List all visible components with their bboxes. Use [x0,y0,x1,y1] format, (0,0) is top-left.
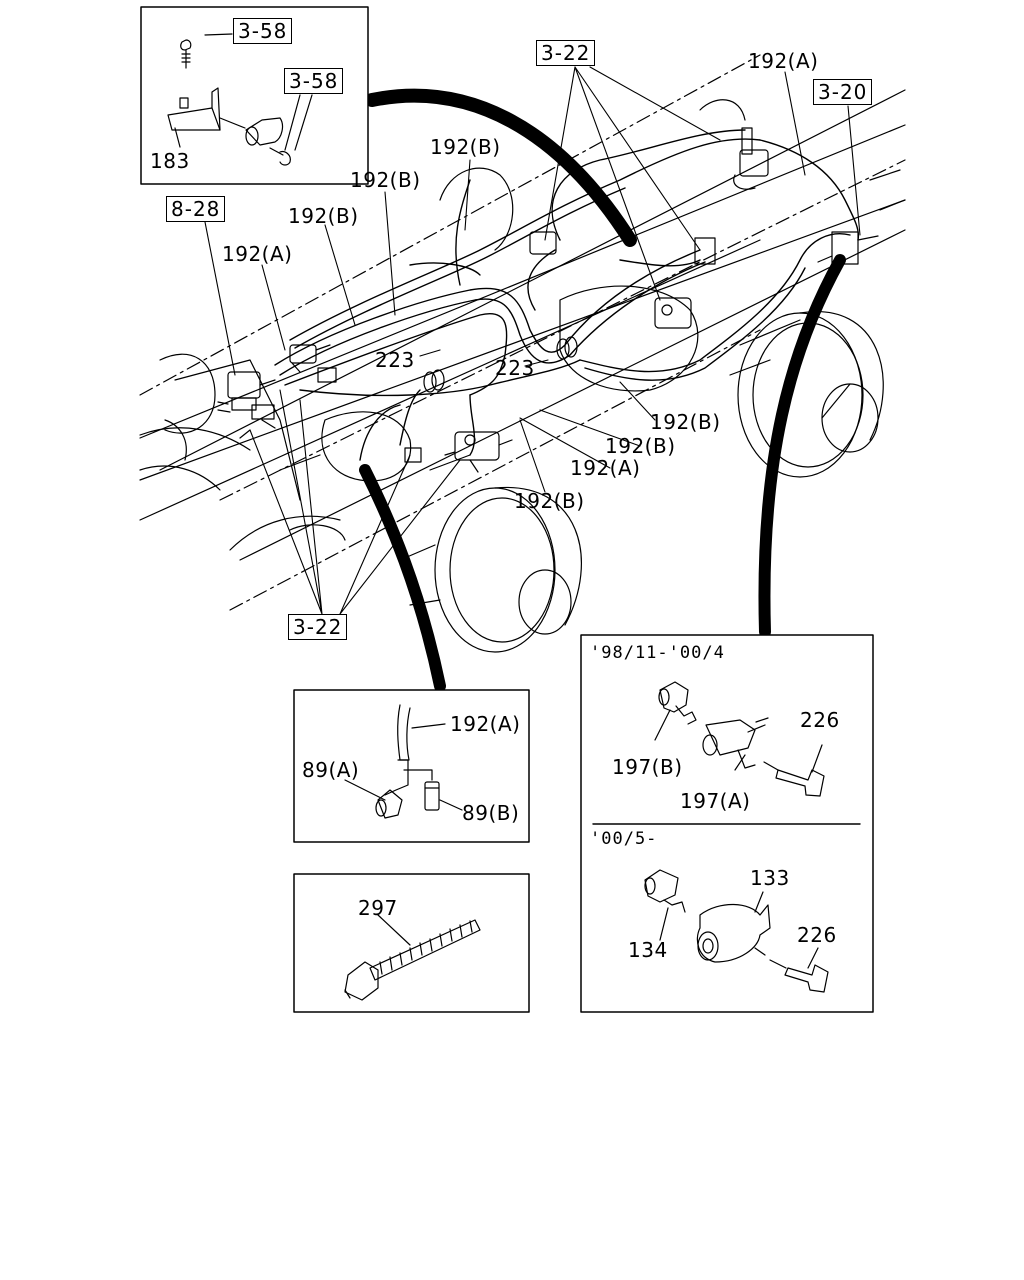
ref-3-20[interactable]: 3-20 [813,79,873,105]
part-label-226-a: 226 [800,708,840,732]
part-label-89b: 89(B) [462,801,520,825]
part-label-89a: 89(A) [302,758,360,782]
part-label-134: 134 [628,938,668,962]
period-label-early: '98/11-'00/4 [590,643,725,663]
part-label-183: 183 [150,149,190,173]
part-label-133: 133 [750,866,790,890]
hose-clamp-223 [423,336,578,393]
part-label-192a-top: 192(A) [748,49,819,73]
air-hose-routing [274,129,860,461]
relay-valve-left [217,344,331,439]
part-label-192a-inset: 192(A) [450,712,521,736]
ref-8-28[interactable]: 8-28 [166,196,226,222]
part-label-192a-mid: 192(A) [570,456,641,480]
ref-3-22-bottom[interactable]: 3-22 [288,614,348,640]
part-label-192b-3: 192(B) [288,204,359,228]
period-label-late: '00/5- [590,829,658,849]
inset-fittings [580,634,874,1013]
part-label-223-a: 223 [375,348,415,372]
ref-3-22-top[interactable]: 3-22 [536,40,596,66]
differential-housing [279,285,699,482]
part-label-226-b: 226 [797,923,837,947]
part-label-192a-left: 192(A) [222,242,293,266]
part-label-297: 297 [358,896,398,920]
ref-3-58-top[interactable]: 3-58 [233,18,293,44]
ref-3-58-second[interactable]: 3-58 [284,68,344,94]
part-label-192b-low: 192(B) [514,489,585,513]
part-label-192b-1: 192(B) [430,135,501,159]
inset-cable-tie [293,873,530,1013]
relay-valve-center [317,367,513,473]
part-label-197a: 197(A) [680,789,751,813]
relay-valve-rear [529,127,879,329]
part-label-192b-right: 192(B) [650,410,721,434]
part-label-223-b: 223 [495,356,535,380]
callout-arcs [359,88,846,692]
part-label-192b-mid: 192(B) [605,434,676,458]
part-label-192b-2: 192(B) [350,168,421,192]
part-label-197b: 197(B) [612,755,683,779]
leader-lines [204,66,861,615]
rear-wheel-right [729,311,884,478]
inset-hose-fittings [293,689,530,843]
